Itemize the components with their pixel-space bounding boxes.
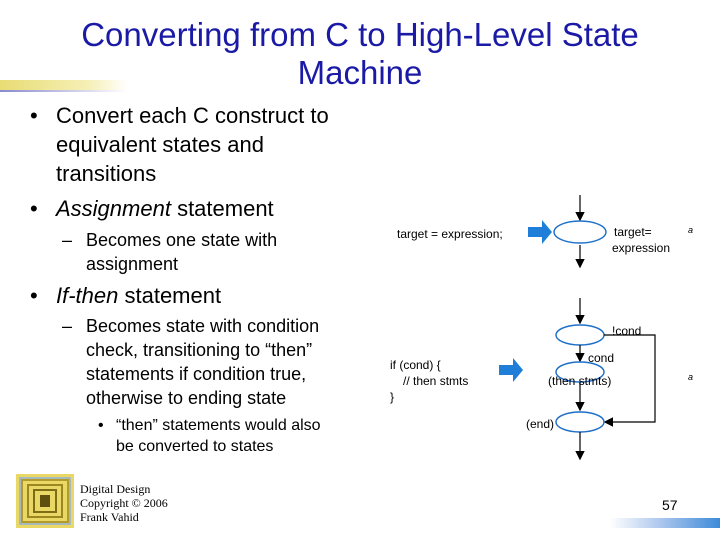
sub-sub-bullet-text: be converted to states bbox=[116, 438, 274, 455]
bullet-text: Convert each C construct to bbox=[56, 103, 329, 128]
footer-decoration-bar bbox=[610, 518, 720, 528]
d2-cond-state bbox=[555, 324, 605, 346]
d2-code-line: // then stmts bbox=[403, 374, 469, 388]
bullet-text: equivalent states and bbox=[56, 132, 264, 157]
d2-not-cond-label: !cond bbox=[612, 324, 642, 338]
sub-bullet-dash: – bbox=[62, 230, 73, 250]
d1-state bbox=[553, 220, 607, 244]
sub-bullet-text: otherwise to ending state bbox=[86, 388, 287, 408]
d1-label-line: target= bbox=[614, 225, 652, 239]
d2-code-line: if (cond) { bbox=[390, 358, 441, 372]
bullet-dot: • bbox=[30, 283, 38, 308]
sub-sub-bullet-then: “then” statements would also be converte… bbox=[116, 415, 376, 457]
footer-line: Digital Design bbox=[80, 482, 151, 496]
d1-marker: a bbox=[688, 225, 694, 235]
bullet-text: statement bbox=[170, 196, 274, 221]
slide-title: Converting from C to High-Level State Ma… bbox=[40, 16, 680, 92]
d2-end-label: (end) bbox=[526, 417, 555, 431]
bullet-text: transitions bbox=[56, 161, 157, 186]
d2-not-cond-transition bbox=[603, 334, 656, 427]
sub-bullet-text: assignment bbox=[86, 254, 179, 274]
sub-sub-bullet-text: “then” statements would also bbox=[116, 417, 321, 434]
sub-sub-bullet-dot: • bbox=[98, 417, 104, 434]
d2-cond-label: cond bbox=[588, 351, 615, 365]
bullet-italic: Assignment bbox=[56, 196, 171, 221]
sub-bullet-text: statements if condition true, bbox=[86, 364, 307, 384]
d1-code: target = expression; bbox=[397, 227, 503, 241]
d2-code-line: } bbox=[390, 390, 395, 404]
d2-code: if (cond) { // then stmts } bbox=[390, 357, 468, 405]
sub-bullet-assignment: Becomes one state with assignment bbox=[86, 228, 386, 276]
d2-end-state bbox=[555, 411, 605, 433]
book-cover-logo-icon bbox=[16, 474, 74, 528]
footer-line: Copyright © 2006 bbox=[80, 496, 168, 510]
footer-line: Frank Vahid bbox=[80, 510, 139, 524]
d1-label-line: expression bbox=[612, 241, 671, 255]
d1-state-label: target= expression bbox=[612, 224, 670, 256]
d2-convert-arrow-icon bbox=[499, 358, 523, 382]
title-decoration-line bbox=[0, 90, 128, 92]
page-number: 57 bbox=[662, 497, 678, 513]
title-line-1: Converting from C to High-Level State bbox=[81, 16, 639, 53]
sub-bullet-dash: – bbox=[62, 316, 73, 336]
d2-marker: a bbox=[688, 372, 694, 382]
bullet-convert: Convert each C construct to equivalent s… bbox=[56, 101, 386, 188]
title-decoration-bar bbox=[0, 80, 128, 90]
bullet-assignment: Assignment statement bbox=[56, 194, 386, 223]
d1-convert-arrow-icon bbox=[528, 220, 552, 244]
bullet-italic: If-then bbox=[56, 283, 119, 308]
sub-bullet-text: check, transitioning to “then” bbox=[86, 340, 313, 360]
sub-bullet-text: Becomes state with condition bbox=[86, 316, 320, 336]
title-line-2: Machine bbox=[297, 54, 423, 91]
sub-bullet-text: Becomes one state with bbox=[86, 230, 278, 250]
bullet-text: statement bbox=[118, 283, 222, 308]
bullet-if-then: If-then statement bbox=[56, 281, 386, 310]
footer-copyright: Digital Design Copyright © 2006 Frank Va… bbox=[80, 482, 168, 524]
sub-bullet-if-then: Becomes state with condition check, tran… bbox=[86, 314, 386, 410]
d2-then-label: (then stmts) bbox=[548, 374, 612, 388]
bullet-dot: • bbox=[30, 103, 38, 128]
bullet-dot: • bbox=[30, 196, 38, 221]
